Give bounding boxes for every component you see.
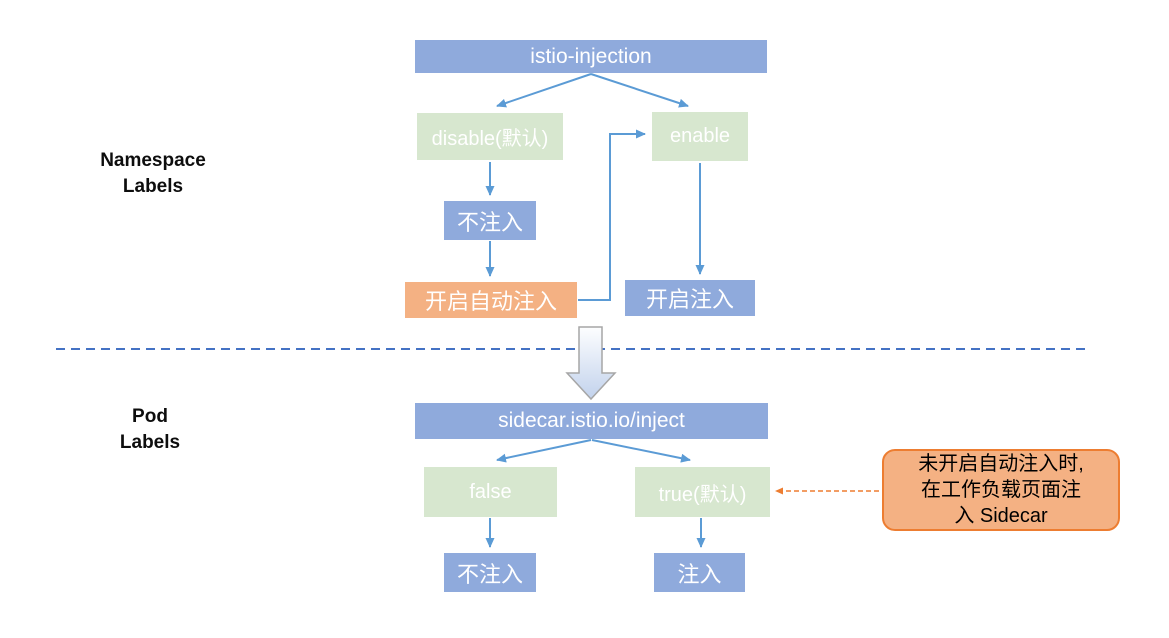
node-inject-enabled: 开启注入: [625, 280, 755, 316]
node-sidecar-istio-io-inject: sidecar.istio.io/inject: [415, 403, 768, 439]
connector-root-to-disable: [496, 73, 592, 108]
callout-line-2: 在工作负载页面注: [921, 479, 1081, 501]
block-down-arrow: [565, 326, 617, 401]
node-enable: enable: [652, 112, 748, 161]
connector-root-to-enable: [590, 73, 689, 108]
callout-note: 未开启自动注入时, 在工作负载页面注 入 Sidecar: [882, 449, 1120, 531]
node-no-inject-namespace: 不注入: [444, 201, 536, 240]
node-false: false: [424, 467, 557, 517]
callout-line-3: 入 Sidecar: [954, 505, 1048, 527]
pod-labels-caption: Pod Labels: [119, 406, 181, 453]
node-istio-injection: istio-injection: [415, 40, 767, 73]
connector-autoinject-to-enable-elbow: [578, 129, 646, 301]
namespace-labels-caption: Namespace Labels: [100, 150, 206, 197]
callout-line-1: 未开启自动注入时,: [918, 453, 1084, 475]
node-no-inject-pod: 不注入: [444, 553, 536, 592]
node-true-default: true(默认): [635, 467, 770, 517]
connector-podroot-to-false: [496, 439, 592, 463]
node-inject: 注入: [654, 553, 745, 592]
node-disable-default: disable(默认): [417, 113, 563, 160]
node-enable-auto-inject: 开启自动注入: [405, 282, 577, 318]
connector-podroot-to-true: [591, 439, 691, 463]
